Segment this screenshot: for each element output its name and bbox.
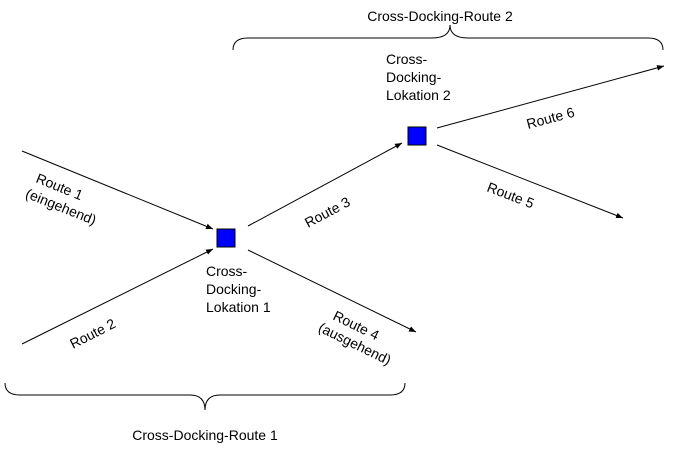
- edge-route-1: [21, 150, 214, 230]
- node-label-location-1-line: Docking-: [206, 281, 262, 297]
- edge-route-3: [247, 142, 403, 227]
- node-label-location-2-line: Docking-: [386, 69, 442, 85]
- group-label-top: Cross-Docking-Route 2: [367, 8, 513, 24]
- brace-bottom: [4, 382, 406, 411]
- group-label-bottom: Cross-Docking-Route 1: [132, 427, 278, 443]
- route-label-5: Route 5: [485, 179, 537, 212]
- node-label-location-1-line: Cross-: [206, 263, 248, 279]
- node-label-location-2-line: Cross-: [386, 51, 428, 67]
- edge-route-6: [436, 65, 665, 129]
- route-label-2: Route 2: [67, 315, 118, 352]
- route-label-3: Route 3: [302, 193, 353, 230]
- node-label-location-2-line: Lokation 2: [386, 87, 451, 103]
- route-label-1: Route 1 (eingehend): [23, 168, 105, 228]
- node-label-location-2: Cross- Docking- Lokation 2: [386, 51, 451, 103]
- brace-top: [232, 24, 664, 51]
- edge-route-5: [436, 144, 624, 219]
- edge-route-2: [21, 248, 214, 345]
- node-label-location-1-line: Lokation 1: [206, 299, 271, 315]
- route-label-4: Route 4 (ausgehend): [316, 304, 401, 368]
- node-label-location-1: Cross- Docking- Lokation 1: [206, 263, 271, 315]
- node-location-1[interactable]: [216, 228, 236, 248]
- route-label-6: Route 6: [525, 104, 577, 132]
- node-location-2[interactable]: [407, 126, 427, 146]
- edge-route-4: [247, 249, 417, 333]
